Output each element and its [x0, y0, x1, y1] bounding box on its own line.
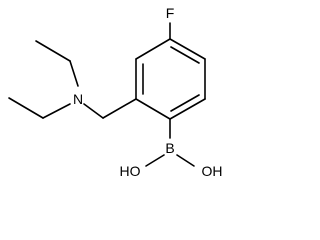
boron-atom-label: B [165, 140, 174, 156]
ring-bond-c6-c1 [135, 38, 171, 60]
ring-bond-c4-c5 [135, 98, 171, 120]
nitrogen-atom-label: N [73, 91, 83, 107]
bond-nitrogen-ethyl2-ch2 [42, 103, 71, 119]
bond-boron-hydroxyl-left [145, 154, 165, 167]
ring-double-bond-c1-c2 [170, 46, 200, 64]
bond-boron-hydroxyl-right [176, 154, 195, 167]
benzene-ring [135, 38, 206, 120]
ring-double-bond-c3-c4 [170, 94, 200, 112]
hydroxyl-left-label: HO [120, 163, 141, 179]
hydroxyl-right-label: OH [202, 163, 223, 179]
bond-ethyl2-ch2-ch3 [8, 97, 44, 119]
bond-ring-methylene [102, 98, 137, 119]
fluorine-atom-label: F [166, 5, 175, 21]
ring-bond-c3-c4 [169, 98, 206, 120]
ring-bond-c1-c2 [169, 38, 206, 60]
bond-nitrogen-ethyl1-ch2 [69, 60, 79, 87]
chemical-structure-diagram: F B HO OH N [8, 5, 223, 179]
bond-methylene-nitrogen [83, 103, 104, 119]
bond-ethyl1-ch2-ch3 [35, 40, 71, 62]
